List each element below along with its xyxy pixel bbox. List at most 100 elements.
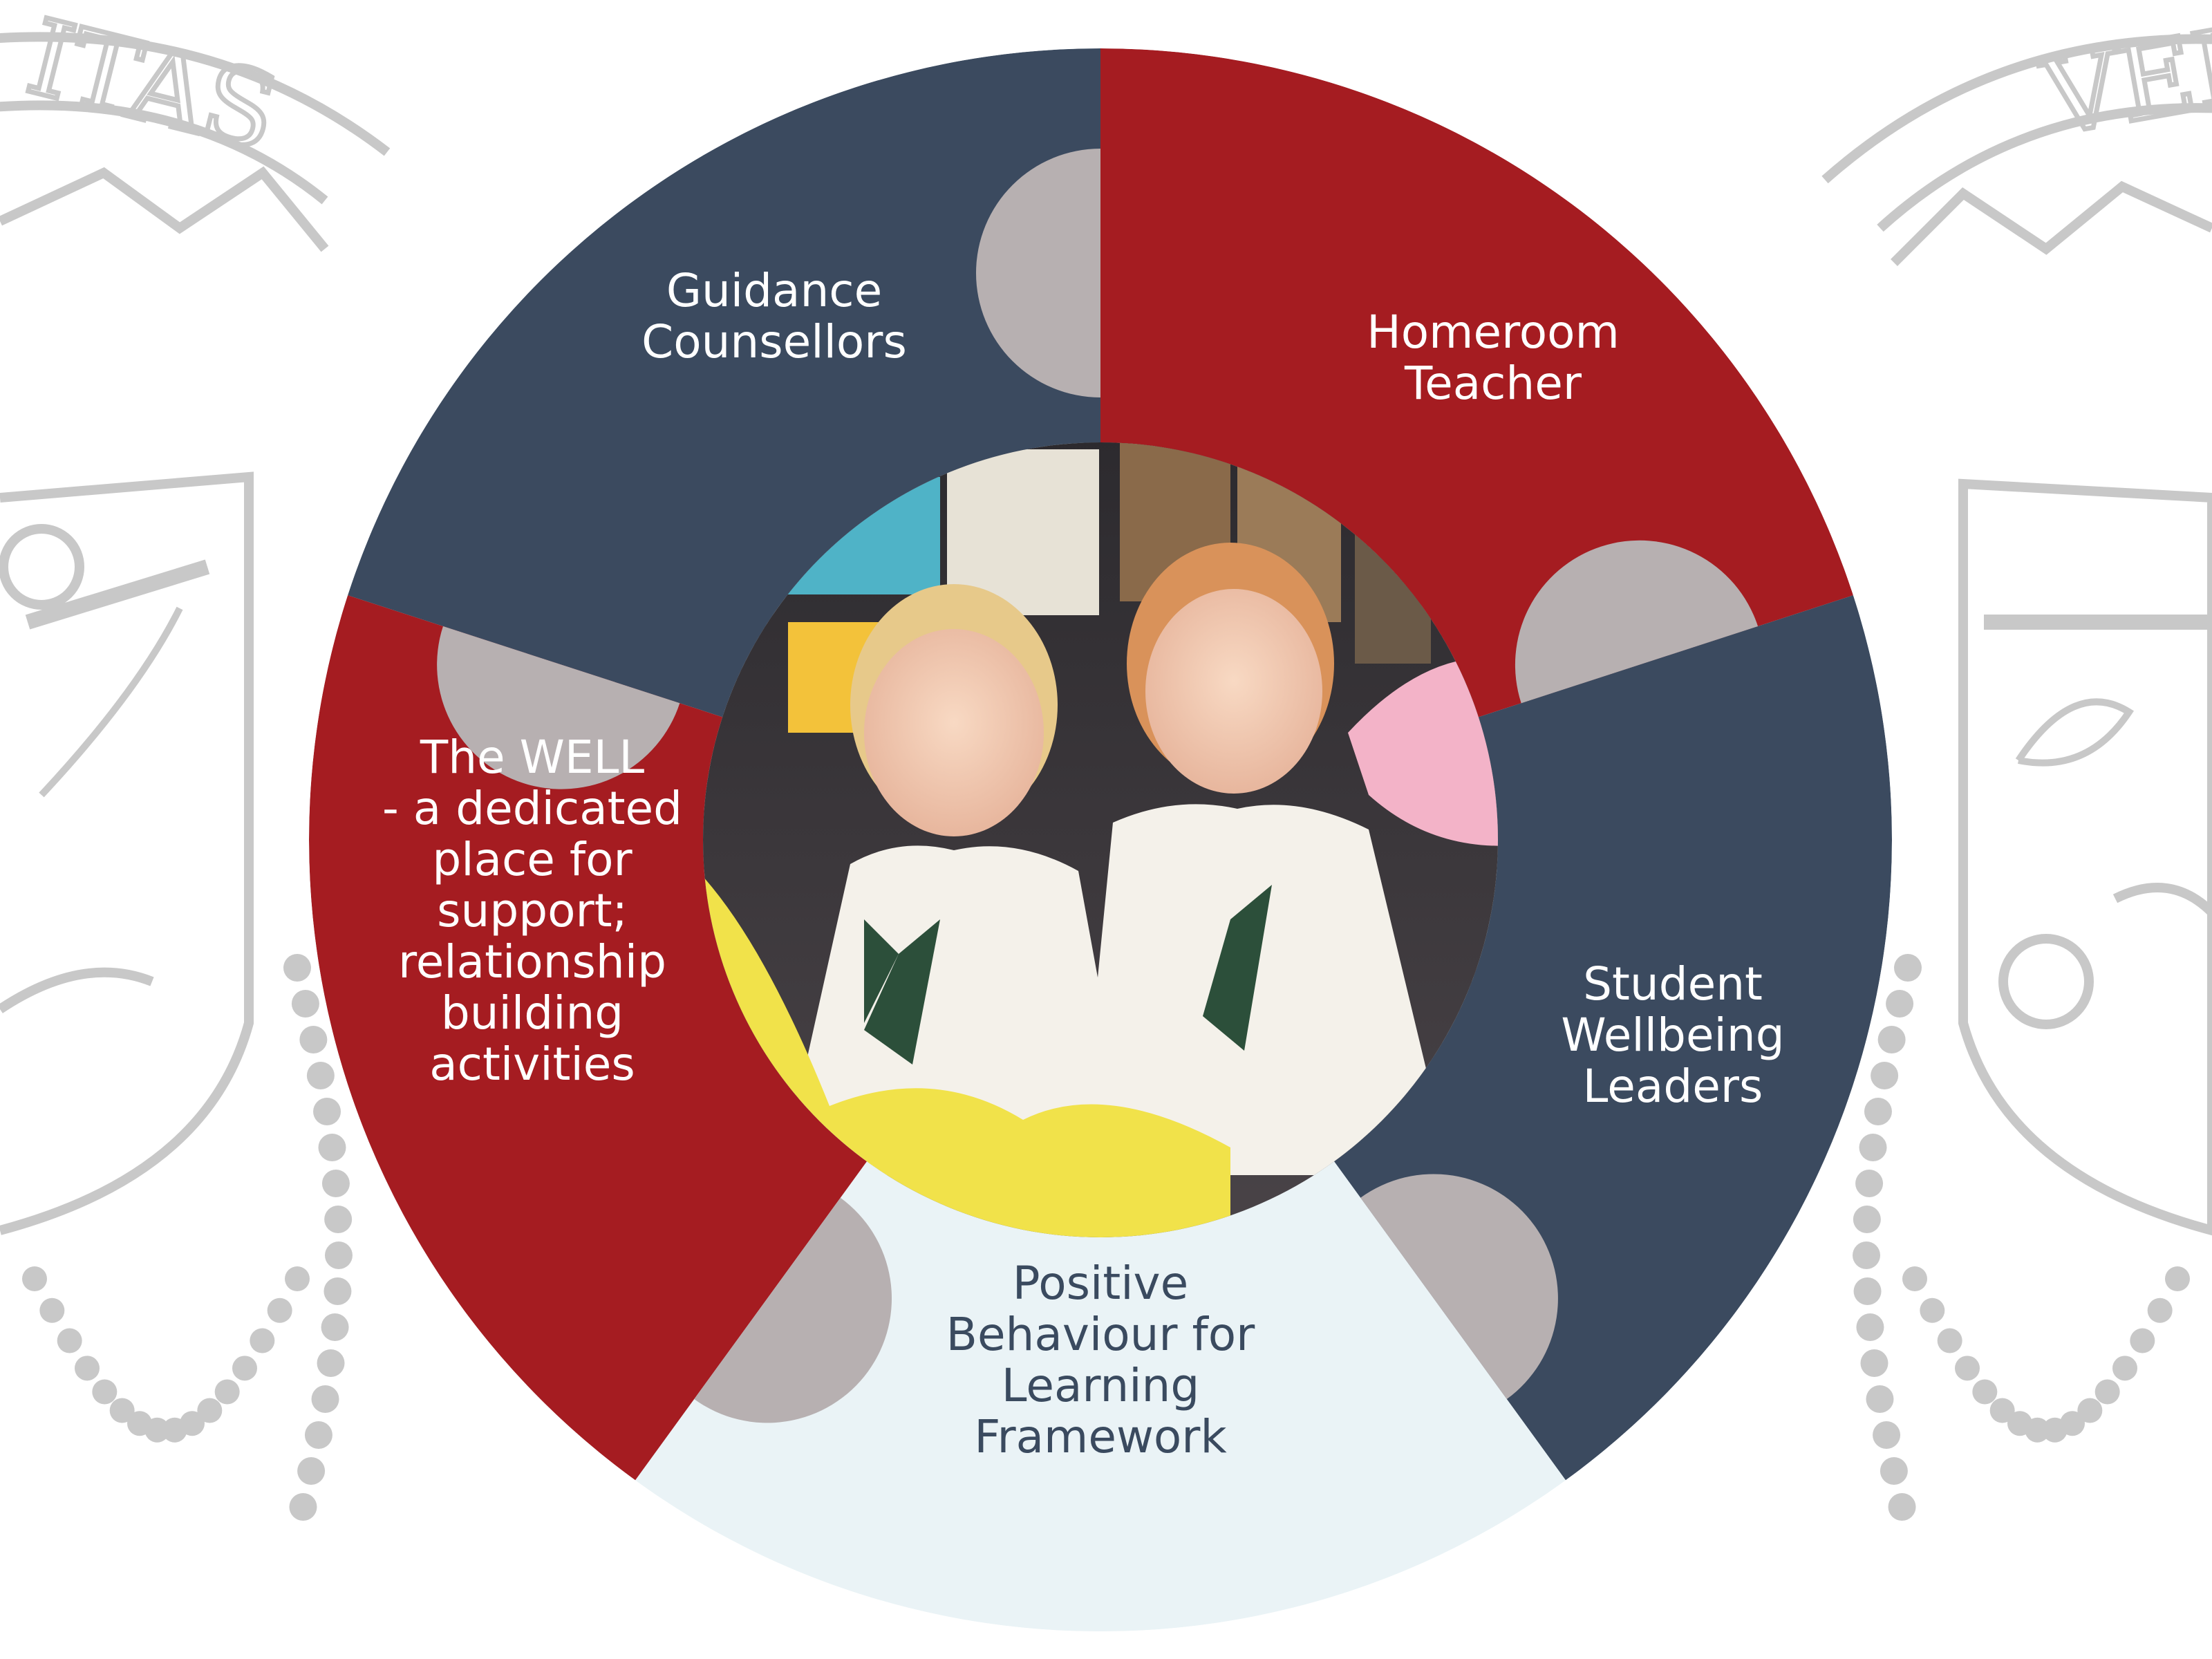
crest-bead [304, 1421, 332, 1449]
crest-bead [267, 1297, 292, 1323]
crest-bead [2147, 1297, 2173, 1323]
crest-bead [1871, 1062, 1899, 1089]
crest-watermark-right [1821, 34, 2212, 1236]
crest-bead [197, 1398, 223, 1423]
crest-bead [1866, 1385, 1894, 1413]
center-student-photo [703, 442, 1498, 1237]
crest-bead [1855, 1170, 1884, 1197]
petal [976, 149, 1100, 397]
label-line: Wellbeing [1561, 1009, 1784, 1062]
label-line: place for [432, 833, 632, 886]
segment-the-well [309, 595, 868, 1481]
crest-bead [1873, 1421, 1901, 1449]
crest-bead [321, 1170, 350, 1197]
label-line: support; [437, 884, 628, 937]
petal [1515, 540, 1759, 704]
crest-bead [1888, 1493, 1916, 1521]
crest-watermark-left [0, 32, 391, 1235]
crest-bead [317, 1349, 345, 1377]
crest-bead [321, 1313, 349, 1341]
crest-bead [1859, 1134, 1887, 1161]
crest-bead [1937, 1328, 1962, 1353]
crest-bead [324, 1241, 353, 1269]
crest-bead [1853, 1277, 1882, 1305]
crest-bead [180, 1411, 205, 1436]
crest-bead [297, 1457, 326, 1485]
crest-bead [1902, 1266, 1927, 1291]
crest-bead [1853, 1241, 1881, 1269]
crest-bead [1860, 1349, 1888, 1377]
crest-bead [2165, 1266, 2190, 1291]
crest-bead [1864, 1098, 1892, 1125]
crest-bead [2094, 1379, 2120, 1405]
label-line: Homeroom [1367, 306, 1620, 359]
crest-bead [1880, 1457, 1908, 1485]
label-line: activities [429, 1038, 635, 1091]
crest-bead [1989, 1398, 2015, 1423]
label-line: Teacher [1404, 357, 1582, 410]
crest-bead [1955, 1356, 1980, 1381]
crest-bead [2077, 1398, 2103, 1423]
crest-bead [1853, 1206, 1881, 1233]
crest-bead [250, 1328, 275, 1353]
crest-bead [57, 1328, 82, 1353]
crest-bead [214, 1379, 240, 1405]
crest-bead [285, 1266, 310, 1291]
petal [694, 1197, 892, 1423]
crest-bead [92, 1379, 118, 1405]
crest-bead [109, 1398, 135, 1423]
label-line: Student [1583, 957, 1763, 1011]
crest-bead [313, 1098, 341, 1125]
crest-bead [306, 1062, 335, 1089]
crest-bead [289, 1493, 317, 1521]
crest-bead [311, 1385, 339, 1413]
crest-bead [324, 1206, 353, 1233]
label-line: Guidance [666, 264, 882, 317]
label-line: Learning [1002, 1359, 1200, 1412]
petal [1360, 1174, 1558, 1400]
label-line: Leaders [1583, 1060, 1763, 1113]
crest-bead [1894, 954, 1922, 982]
crest-motto-right: VER [2034, 1, 2212, 160]
label-line: relationship [398, 935, 666, 988]
crest-bead [75, 1356, 100, 1381]
crest-bead [324, 1277, 352, 1305]
crest-bead [283, 954, 311, 982]
crest-bead [144, 1417, 170, 1443]
crest-beads-right [1853, 954, 2190, 1521]
crest-bead [291, 990, 319, 1018]
label-line: - a dedicated [382, 782, 682, 835]
crest-bead [1856, 1313, 1884, 1341]
label-line: building [441, 986, 624, 1040]
crest-bead [39, 1297, 65, 1323]
label-line: The WELL [420, 731, 644, 784]
crest-bead [2112, 1356, 2137, 1381]
crest-bead [2130, 1328, 2155, 1353]
label-line: Counsellors [641, 315, 907, 368]
label-line: Behaviour for [946, 1308, 1255, 1361]
crest-bead [299, 1026, 328, 1053]
petal [437, 626, 680, 789]
crest-beads-left [22, 954, 353, 1521]
ring-petals [437, 149, 1759, 1423]
crest-bead [1920, 1297, 1945, 1323]
crest-bead [318, 1134, 346, 1161]
crest-bead [2042, 1417, 2068, 1443]
crest-bead [232, 1356, 257, 1381]
segment-guidance-counsellors [348, 48, 1100, 718]
crest-motto-left: ITAS [17, 0, 289, 174]
crest-bead [1877, 1026, 1906, 1053]
crest-bead [1972, 1379, 1998, 1405]
crest-bead [1886, 990, 1914, 1018]
label-line: Framework [974, 1410, 1227, 1463]
crest-bead [22, 1266, 47, 1291]
label-line: Positive [1013, 1257, 1188, 1310]
